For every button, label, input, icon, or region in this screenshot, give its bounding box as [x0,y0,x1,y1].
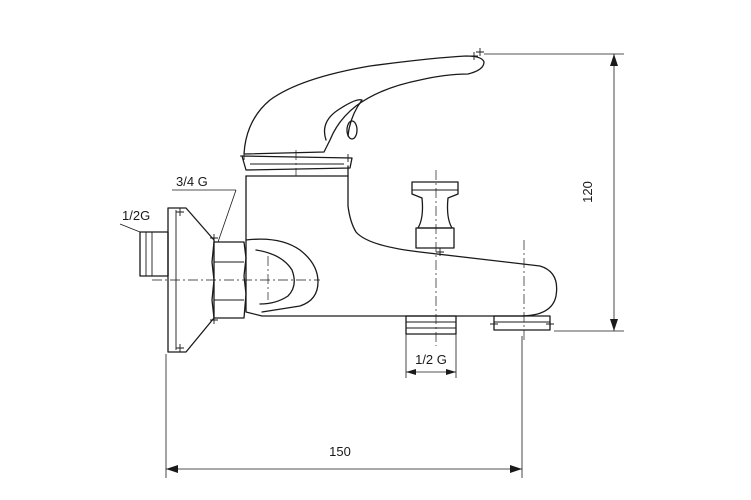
inlet-thread-label: 1/2G [122,208,150,223]
mixer-body [245,165,558,317]
outlet-thread [405,315,457,335]
inlet-thread [139,231,169,277]
leader-inlet [119,223,141,233]
center-lines [152,150,525,346]
cross-markers [176,48,554,352]
outlet-thread-label: 1/2 G [415,352,447,367]
spout-aerator [493,315,551,331]
dimension-width-label: 150 [329,444,351,459]
hex-nut [211,241,247,319]
dimension-outlet [405,334,457,378]
dimension-width [165,336,523,478]
cartridge-base [241,155,353,171]
nut-thread-label: 3/4 G [176,174,208,189]
diverter-knob [411,181,459,249]
lever-handle [243,55,485,155]
dimension-height [484,53,624,332]
leader-nut [172,189,237,243]
dimension-height-label: 120 [580,181,595,203]
